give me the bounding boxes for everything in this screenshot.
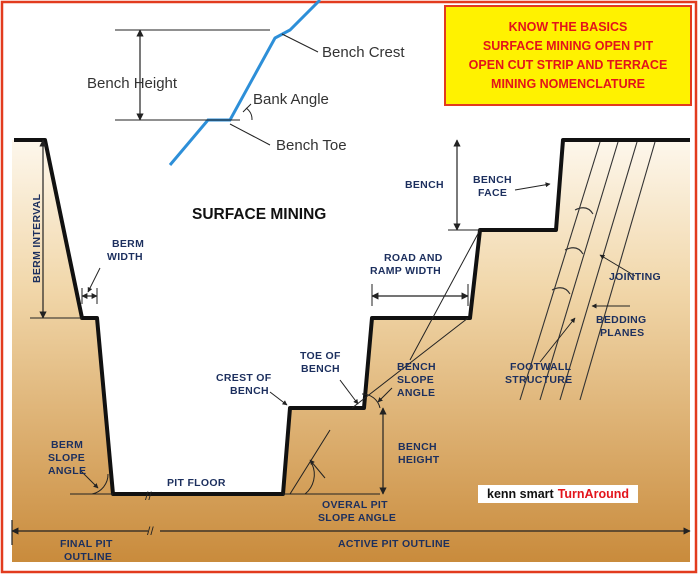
label-bench-face-2: FACE <box>478 187 507 199</box>
label-jointing: JOINTING <box>609 271 661 283</box>
label-bench-slope-2: SLOPE <box>397 374 434 386</box>
label-bench-height-1: BENCH <box>398 441 437 453</box>
label-final-pit-1: FINAL PIT <box>60 538 113 550</box>
banner-line-2: SURFACE MINING OPEN PIT <box>482 39 654 53</box>
label-bench-face-1: BENCH <box>473 174 512 186</box>
label-overall-2: SLOPE ANGLE <box>318 512 396 524</box>
label-crest-1: CREST OF <box>216 372 272 384</box>
label-pit-floor: PIT FLOOR <box>167 477 226 489</box>
title-banner: KNOW THE BASICS SURFACE MINING OPEN PIT … <box>444 5 692 106</box>
label-active-pit: ACTIVE PIT OUTLINE <box>338 538 450 550</box>
inset-bench-toe: Bench Toe <box>276 137 347 154</box>
earth-body <box>12 140 690 562</box>
inset-bank-angle: Bank Angle <box>253 91 329 108</box>
svg-text://: // <box>145 489 152 503</box>
credit-name: kenn smart <box>487 487 554 501</box>
label-berm-slope-1: BERM <box>51 439 83 451</box>
inset-bench-height: Bench Height <box>87 75 178 92</box>
label-berm-slope-3: ANGLE <box>48 465 86 477</box>
label-toe-2: BENCH <box>301 363 340 375</box>
bedding-planes <box>519 141 656 401</box>
label-berm-slope-2: SLOPE <box>48 452 85 464</box>
label-bedding-2: PLANES <box>600 327 644 339</box>
label-road-1: ROAD AND <box>384 252 443 264</box>
banner-line-4: MINING NOMENCLATURE <box>491 77 645 91</box>
label-bench-slope-3: ANGLE <box>397 387 435 399</box>
ramp-line <box>351 317 469 409</box>
label-toe-1: TOE OF <box>300 350 341 362</box>
label-berm-width-2: WIDTH <box>107 251 143 263</box>
pit-profile-line <box>14 138 690 496</box>
label-bench-height-2: HEIGHT <box>398 454 440 466</box>
label-bedding-1: BEDDING <box>596 314 647 326</box>
label-footwall-2: STRUCTURE <box>505 374 572 386</box>
label-bench: BENCH <box>405 179 444 191</box>
bench-inset <box>115 0 322 166</box>
label-overall-1: OVERAL PIT <box>322 499 388 511</box>
label-footwall-1: FOOTWALL <box>510 361 572 373</box>
label-crest-2: BENCH <box>230 385 269 397</box>
credit-brand: TurnAround <box>557 487 629 501</box>
inset-bench-crest: Bench Crest <box>322 44 405 61</box>
banner-line-1: KNOW THE BASICS <box>508 20 628 34</box>
label-bench-slope-1: BENCH <box>397 361 436 373</box>
credit-badge: kenn smart TurnAround <box>478 485 638 503</box>
svg-text://: // <box>147 524 154 538</box>
label-berm-interval: BERM INTERVAL <box>31 193 43 283</box>
label-final-pit-2: OUTLINE <box>64 551 112 563</box>
label-berm-width-1: BERM <box>112 238 144 250</box>
label-road-2: RAMP WIDTH <box>370 265 441 277</box>
page-title: SURFACE MINING <box>192 206 326 223</box>
banner-line-3: OPEN CUT STRIP AND TERRACE <box>468 58 668 72</box>
